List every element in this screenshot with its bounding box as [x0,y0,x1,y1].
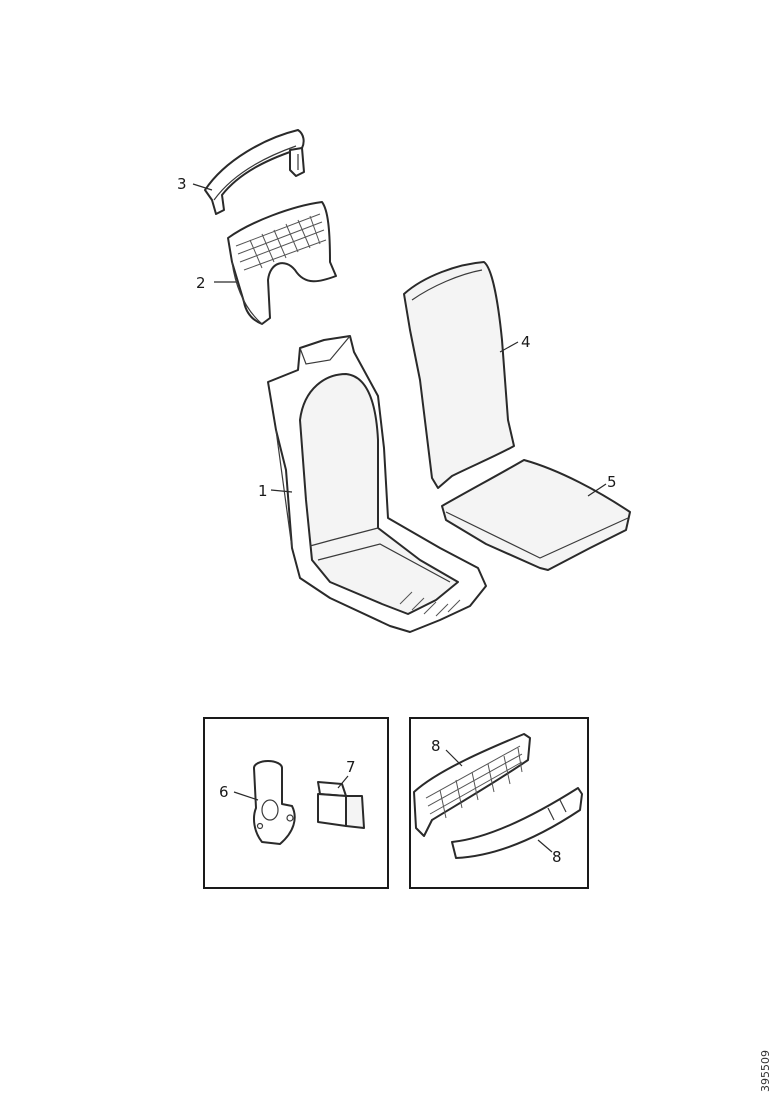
part-6-fitting: 6 [219,760,296,845]
callout-3: 3 [177,175,187,193]
document-number: 395509 [759,1050,772,1092]
callout-4: 4 [521,333,531,351]
callout-6: 6 [219,783,229,801]
callout-8-lower: 8 [552,848,562,866]
part-8-grille-trim: 8 [413,733,531,837]
part-7-clip: 7 [317,758,365,829]
callout-8-upper: 8 [431,737,441,755]
callout-1: 1 [258,482,268,500]
callout-5: 5 [607,473,617,491]
part-5-seat-cushion: 5 [441,459,631,571]
part-3-headrest-bracket: 3 [177,129,305,215]
part-8-curved-strip: 8 [451,787,583,866]
part-1-seat-shell: 1 [258,335,487,633]
inset-right-parts-8: 8 8 [409,717,589,889]
callout-7: 7 [346,758,356,776]
part-4-backrest-cushion: 4 [403,261,531,489]
part-2-back-trim-panel: 2 [196,201,337,325]
inset-left-parts-6-7: 6 7 [203,717,389,889]
callout-2: 2 [196,274,206,292]
